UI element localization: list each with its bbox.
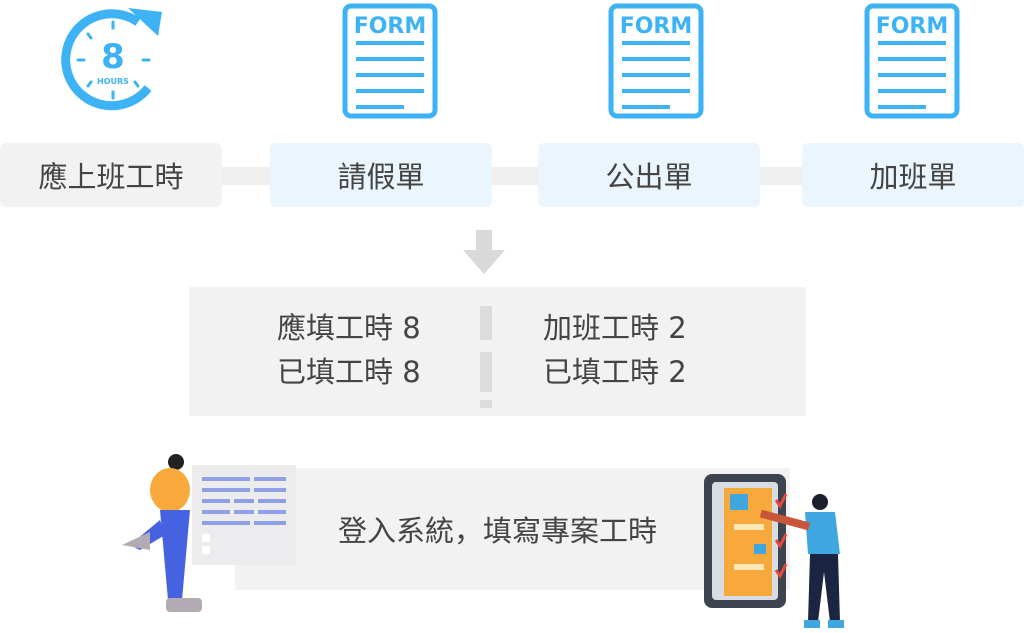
form-icon: FORM [608,3,704,119]
svg-text:FORM: FORM [876,14,949,39]
form-icon: FORM [342,3,438,119]
divider [480,306,492,408]
clock-number: 8 [101,37,125,77]
eight-hours-clock-icon: 8 HOURS [61,8,162,111]
filled-hours-text: 已填工時 8 [277,355,421,389]
step-label: 應上班工時 [38,160,184,194]
form-icon: FORM [864,3,960,119]
step-label: 請假單 [337,160,425,194]
summary-box [189,287,806,416]
summary-left: 應填工時 8 已填工時 8 [277,306,421,394]
step-label: 加班單 [869,160,957,194]
clock-caption: HOURS [97,77,129,86]
svg-text:FORM: FORM [620,14,693,39]
person-with-form-illustration [122,454,296,612]
filled-overtime-text: 已填工時 2 [543,355,687,389]
step-leave-form: 請假單 [270,143,492,207]
required-hours-text: 應填工時 8 [277,311,421,345]
footer-box [235,468,790,590]
arrow-down-icon [463,230,505,274]
step-label: 公出單 [605,160,693,194]
person-with-phone-illustration [704,474,844,628]
svg-text:FORM: FORM [354,14,427,39]
overtime-hours-text: 加班工時 2 [543,311,687,345]
step-business-trip-form: 公出單 [538,143,760,207]
step-overtime-form: 加班單 [802,143,1024,207]
summary-right: 加班工時 2 已填工時 2 [543,306,687,394]
footer-label: 登入系統，填寫專案工時 [337,514,657,548]
step-required-hours: 應上班工時 [0,143,222,207]
